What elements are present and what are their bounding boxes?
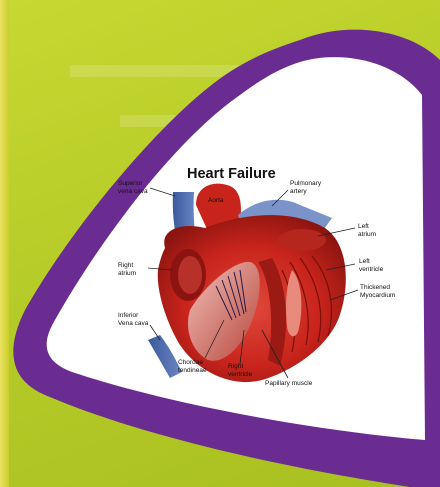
label-left-ventricle: Left ventricle <box>359 258 383 273</box>
label-chordae-tendineae: Chordae tendineae <box>178 359 207 374</box>
label-left-atrium: Left atrium <box>358 223 376 238</box>
label-superior-vena-cava: Superior vena cava <box>118 180 148 195</box>
right-atrium-inner <box>178 256 202 294</box>
diagram-title: Heart Failure <box>187 166 276 182</box>
label-pulmonary-artery: Pulmonary artery <box>290 180 321 195</box>
label-inferior-vena-cava: Inferior Vena cava <box>118 312 148 327</box>
label-right-atrium: Right atrium <box>118 262 136 277</box>
label-aorta: Aorta <box>208 197 224 205</box>
label-papillary-muscle: Papillary muscle <box>265 380 312 388</box>
label-thickened-myocardium: Thickened Myocardium <box>360 284 395 299</box>
left-atrium-shape <box>278 229 326 251</box>
label-right-ventricle: Right ventricle <box>228 363 252 378</box>
